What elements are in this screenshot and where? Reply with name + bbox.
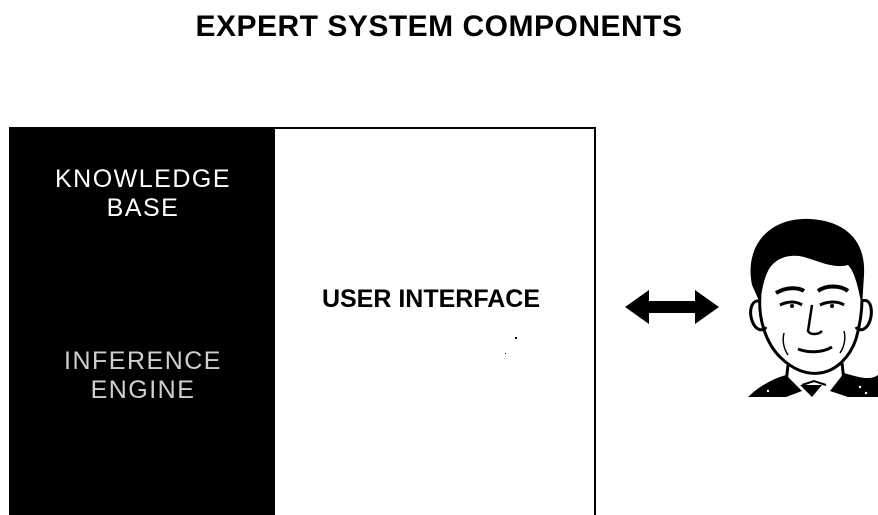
user-interface-label: USER INTERFACE [321,285,541,313]
scan-speck [505,353,506,354]
expert-system-box: KNOWLEDGE BASE INFERENCE ENGINE USER INT… [9,127,596,515]
system-core-panel: KNOWLEDGE BASE INFERENCE ENGINE [11,129,275,515]
double-headed-arrow-icon [625,290,719,324]
knowledge-base-label: KNOWLEDGE BASE [54,165,232,222]
diagram-title: EXPERT SYSTEM COMPONENTS [195,10,683,43]
scan-speck [515,337,517,339]
inference-engine-label: INFERENCE ENGINE [64,347,222,404]
user-face-icon [748,218,878,397]
